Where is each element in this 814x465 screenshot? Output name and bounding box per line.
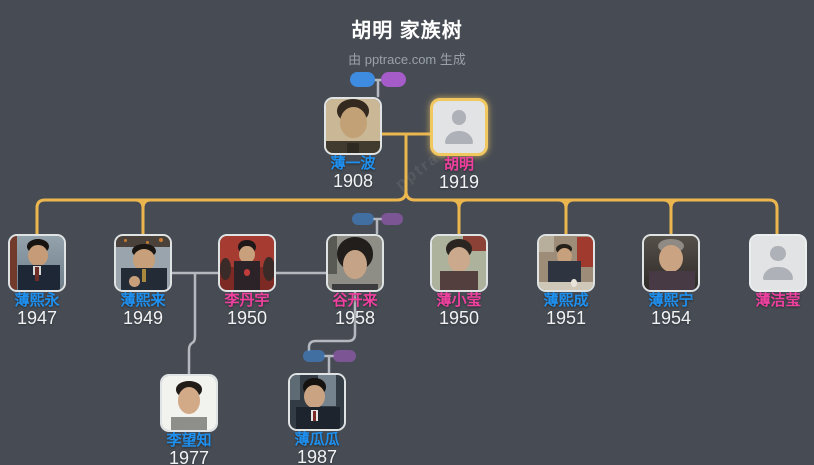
person-card-li-danyu[interactable] — [218, 234, 276, 292]
couple-pill-male-icon[interactable] — [303, 350, 325, 362]
photo-layer — [170, 417, 208, 430]
photo-layer — [290, 375, 300, 400]
couple-pill-female-icon[interactable] — [333, 350, 356, 362]
photo-layer — [332, 283, 378, 290]
person-photo — [10, 236, 64, 290]
person-silhouette-icon — [451, 110, 467, 125]
photo-layer — [659, 244, 683, 272]
photo-layer — [128, 275, 140, 287]
person-card-bo-yibo[interactable] — [324, 97, 382, 155]
photo-layer — [123, 238, 128, 243]
photo-layer — [28, 244, 48, 267]
person-name: 薄小莹 — [436, 292, 482, 309]
person-name: 薄一波 — [330, 155, 376, 172]
person-year: 1919 — [438, 172, 480, 192]
person-card-gu-kailai[interactable] — [326, 234, 384, 292]
photo-layer — [10, 236, 18, 290]
person-photo — [116, 236, 170, 290]
photo-layer — [339, 106, 367, 138]
photo-layer — [239, 245, 255, 263]
person-name: 薄瓜瓜 — [294, 431, 340, 448]
photo-layer — [346, 143, 360, 153]
person-year: 1908 — [332, 171, 374, 191]
photo-layer — [304, 384, 325, 409]
photo-layer — [556, 247, 572, 265]
photo-layer — [539, 236, 555, 253]
person-name: 李望知 — [166, 432, 212, 449]
person-silhouette-icon — [770, 245, 786, 261]
person-card-bo-jieying[interactable] — [749, 234, 807, 292]
person-silhouette-icon — [444, 131, 474, 144]
person-card-bo-xilai[interactable] — [114, 234, 172, 292]
person-photo — [539, 236, 593, 290]
person-card-bo-xiyong[interactable] — [8, 234, 66, 292]
marriage-connector-gray — [170, 78, 383, 376]
person-year: 1987 — [296, 447, 338, 465]
photo-layer — [116, 236, 170, 247]
photo-layer — [220, 257, 231, 281]
couple-pill-female-icon[interactable] — [381, 72, 406, 87]
photo-layer — [146, 240, 150, 245]
person-name: 薄熙永 — [14, 292, 60, 309]
person-year: 1958 — [334, 308, 376, 328]
couple-pill-female-icon[interactable] — [381, 213, 403, 225]
person-year: 1947 — [16, 308, 58, 328]
person-year: 1950 — [438, 308, 480, 328]
photo-layer — [313, 410, 317, 422]
person-name: 薄熙成 — [543, 292, 589, 309]
person-name: 薄熙宁 — [648, 292, 694, 309]
couple-pill-male-icon[interactable] — [352, 213, 374, 225]
person-name: 李丹宇 — [224, 292, 270, 309]
person-card-bo-guagua[interactable] — [288, 373, 346, 431]
photo-layer — [296, 407, 340, 429]
photo-layer — [439, 270, 479, 290]
photo-layer — [133, 248, 155, 271]
person-name: 胡明 — [443, 156, 474, 173]
page-title: 胡明 家族树 — [351, 20, 463, 42]
person-photo — [328, 236, 382, 290]
photo-layer — [159, 238, 163, 242]
person-year: 1954 — [650, 308, 692, 328]
photo-layer — [649, 270, 695, 290]
person-photo — [162, 376, 216, 430]
photo-layer — [234, 260, 260, 290]
couple-pill-male-icon[interactable] — [350, 72, 375, 87]
page-subtitle: 由 pptrace.com 生成 — [348, 52, 466, 67]
person-silhouette-icon — [763, 267, 793, 281]
photo-layer — [343, 250, 367, 280]
person-card-bo-xiaoying[interactable] — [430, 234, 488, 292]
photo-layer — [328, 236, 337, 274]
person-photo — [644, 236, 698, 290]
person-photo — [290, 375, 344, 429]
person-year: 1949 — [122, 308, 164, 328]
person-year: 1977 — [168, 448, 210, 465]
person-photo — [432, 236, 486, 290]
person-name: 薄洁莹 — [755, 292, 801, 309]
photo-layer — [243, 269, 251, 276]
person-card-bo-xining[interactable] — [642, 234, 700, 292]
photo-layer — [539, 282, 593, 290]
person-name: 谷开来 — [332, 292, 378, 309]
photo-layer — [576, 237, 593, 267]
person-card-bo-xicheng[interactable] — [537, 234, 595, 292]
photo-layer — [263, 256, 274, 282]
person-card-li-wangzhi[interactable] — [160, 374, 218, 432]
person-photo — [220, 236, 274, 290]
person-year: 1951 — [545, 308, 587, 328]
person-photo — [326, 99, 380, 153]
person-card-hu-ming[interactable] — [430, 98, 488, 156]
photo-layer — [177, 386, 201, 414]
photo-layer — [141, 269, 147, 283]
person-year: 1950 — [226, 308, 268, 328]
photo-layer — [571, 279, 577, 287]
family-connector-gold — [35, 132, 779, 236]
photo-layer — [448, 246, 470, 272]
person-name: 薄熙来 — [120, 292, 166, 309]
header: 胡明 家族树 由 pptrace.com 生成 — [0, 14, 814, 68]
photo-layer — [35, 267, 40, 282]
